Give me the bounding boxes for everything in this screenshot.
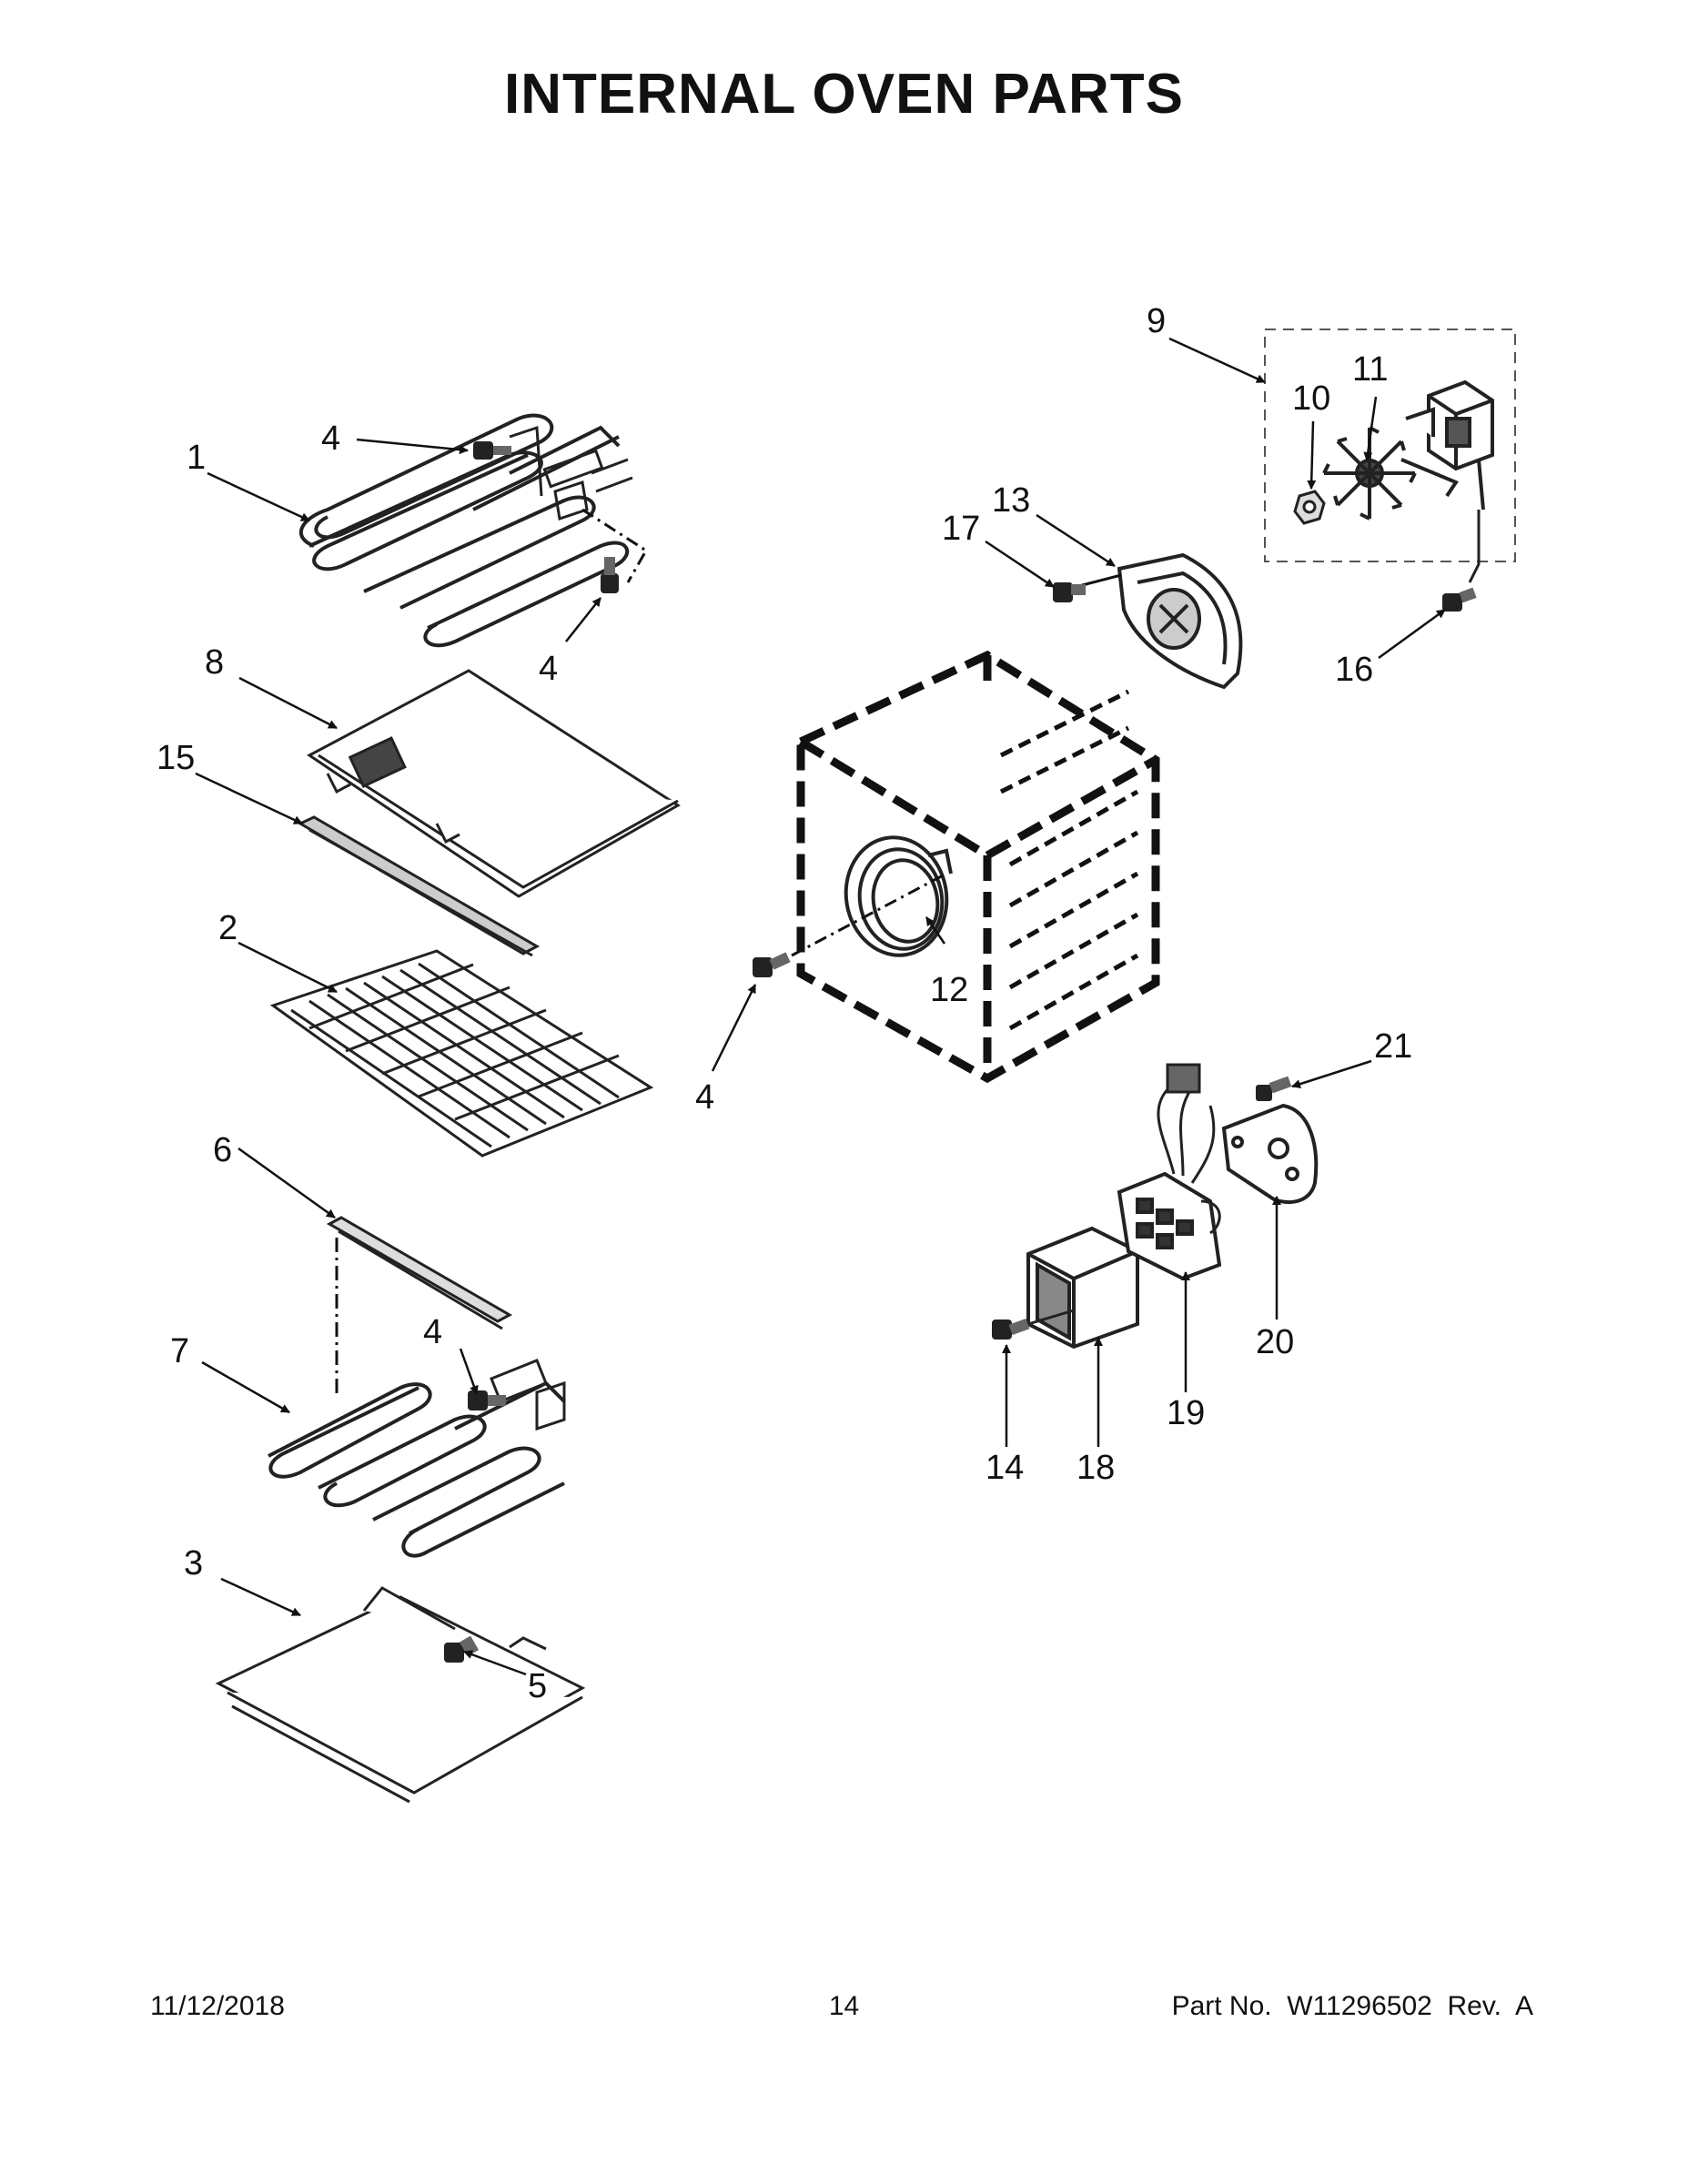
callout-11: 11	[1352, 350, 1388, 389]
callout-15: 15	[157, 739, 195, 777]
callout-12: 12	[930, 971, 968, 1009]
callout-1: 1	[187, 439, 206, 477]
mounting-bracket	[1221, 1103, 1319, 1204]
footer-part-number: Part No. W11296502 Rev. A	[1171, 1991, 1533, 2021]
callout-19: 19	[1167, 1394, 1205, 1432]
callout-4: 4	[539, 650, 558, 688]
convection-fan-cover	[1117, 552, 1243, 690]
screw-icon	[1053, 582, 1086, 602]
page-title: INTERNAL OVEN PARTS	[504, 63, 1184, 126]
footer-page-number: 14	[828, 1991, 860, 2021]
broil-element-terminals	[509, 425, 633, 521]
callout-2: 2	[218, 909, 238, 947]
convection-fan-motor	[1400, 379, 1494, 511]
bake-element	[268, 1380, 566, 1558]
oven-panel	[307, 669, 681, 898]
callout-20: 20	[1256, 1323, 1294, 1361]
screw-icon	[473, 441, 511, 460]
callout-18: 18	[1076, 1449, 1115, 1487]
oven-floor-cover	[215, 1586, 586, 1804]
wire-harness	[1157, 1063, 1221, 1235]
callout-3: 3	[184, 1544, 203, 1582]
fan-nut	[1293, 490, 1326, 525]
callout-16: 16	[1335, 651, 1373, 689]
callout-9: 9	[1147, 302, 1166, 340]
convection-kit-outline	[1264, 329, 1516, 562]
screw-icon	[753, 952, 791, 977]
footer-date: 11/12/2018	[150, 1991, 285, 2021]
callout-21: 21	[1374, 1027, 1412, 1066]
callout-6: 6	[213, 1131, 232, 1169]
convection-fan-blade	[1322, 426, 1417, 521]
cavity-rack-supports	[999, 689, 1139, 1031]
callout-8: 8	[205, 643, 224, 682]
callout-7: 7	[170, 1332, 189, 1370]
callout-10: 10	[1292, 379, 1330, 418]
bake-element-shield	[326, 1216, 513, 1330]
oven-rack	[269, 949, 654, 1158]
screw-icon	[1256, 1076, 1292, 1101]
terminal-block-cover	[1026, 1226, 1139, 1350]
callout-4: 4	[695, 1078, 714, 1117]
callout-5: 5	[528, 1667, 547, 1705]
screw-icon	[1442, 587, 1477, 612]
oven-cavity	[796, 650, 1160, 1084]
callout-leaders	[195, 337, 1446, 1676]
convection-element	[844, 835, 953, 957]
screw-icon	[992, 1318, 1030, 1340]
callout-17: 17	[942, 510, 980, 548]
callout-13: 13	[992, 481, 1030, 520]
bake-element-terminals	[490, 1359, 566, 1431]
screw-icon	[601, 557, 619, 593]
callout-4: 4	[423, 1313, 442, 1351]
callout-14: 14	[986, 1449, 1024, 1487]
callout-4: 4	[321, 420, 340, 458]
screw-icon	[444, 1635, 480, 1663]
terminal-block	[1117, 1171, 1222, 1281]
screw-icon	[468, 1390, 506, 1410]
trim-strip	[297, 815, 541, 957]
